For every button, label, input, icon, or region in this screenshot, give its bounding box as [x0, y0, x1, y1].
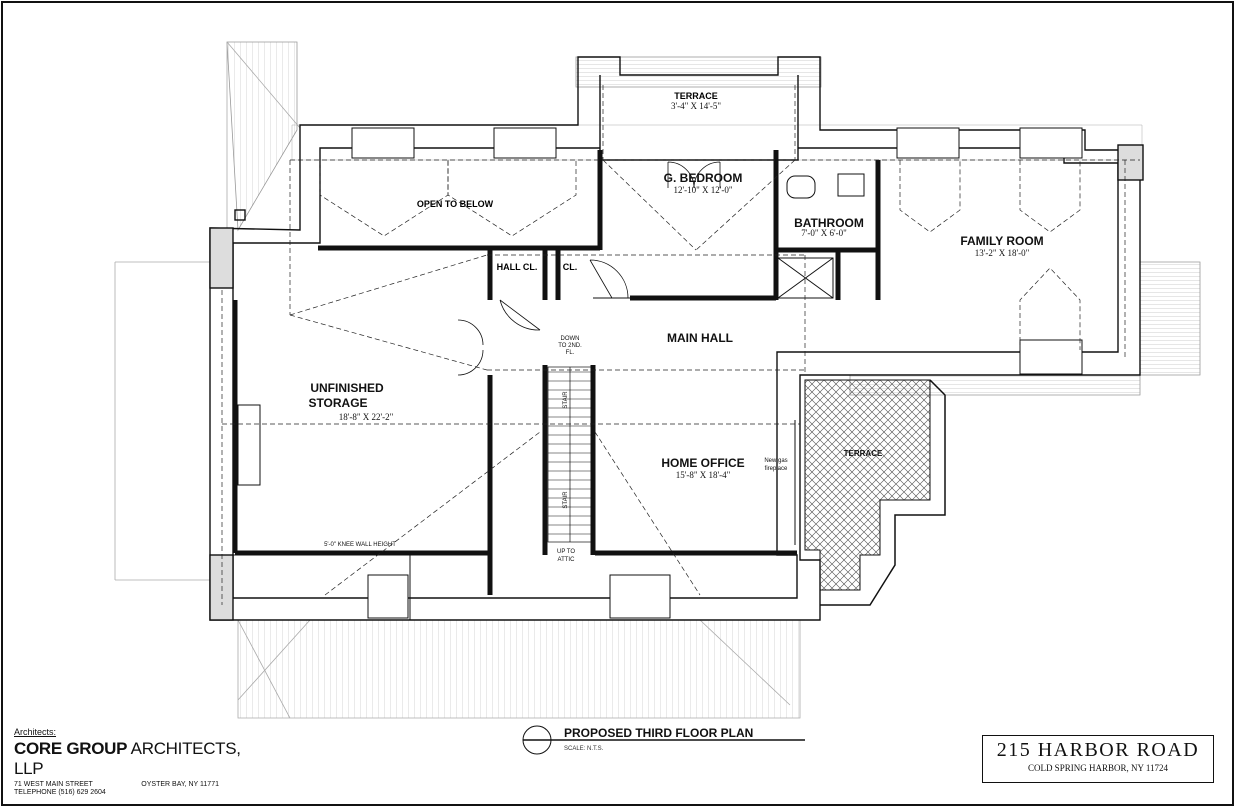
- interior-walls-thin: [237, 173, 865, 545]
- terrace-top-label: TERRACE: [674, 91, 718, 101]
- knee-wall-note: 5'-0" KNEE WALL HEIGHT: [324, 542, 396, 548]
- dashed-lines: [221, 85, 1140, 605]
- architects-label: Architects:: [14, 727, 57, 737]
- storage-label-line1: UNFINISHED: [310, 381, 384, 395]
- stair-treads: [548, 371, 592, 535]
- firm-telephone: TELEPHONE (516) 629 2604: [14, 789, 106, 796]
- storage-dims: 18'-8" X 22'-2": [339, 412, 394, 422]
- project-address-block: 215 HARBOR ROAD COLD SPRING HARBOR, NY 1…: [982, 735, 1214, 783]
- interior-walls: [232, 150, 881, 595]
- architect-block: Architects: CORE GROUP ARCHITECTS, LLP 7…: [14, 727, 274, 796]
- stair-label-lower: STAIR: [563, 491, 569, 509]
- fireplace-note-1: New gas: [764, 458, 787, 464]
- open-to-below-label: OPEN TO BELOW: [417, 199, 494, 209]
- main-hall-label: MAIN HALL: [667, 331, 733, 345]
- firm-street: 71 WEST MAIN STREET: [14, 781, 93, 788]
- g-bedroom-label: G. BEDROOM: [664, 171, 743, 185]
- project-address: 215 HARBOR ROAD: [996, 739, 1200, 761]
- hall-closet-label: HALL CL.: [497, 262, 538, 272]
- firm-city: OYSTER BAY, NY 11771: [141, 781, 219, 788]
- bathroom-dims: 7'-0" X 6'-0": [801, 228, 847, 238]
- firm-name: CORE GROUP ARCHITECTS, LLP: [14, 739, 274, 779]
- g-bedroom-dims: 12'-10" X 12'-0": [673, 185, 732, 195]
- stair-label-upper: STAIR: [563, 391, 569, 409]
- plan-title: PROPOSED THIRD FLOOR PLAN: [564, 726, 754, 740]
- firm-name-bold: CORE GROUP: [14, 739, 128, 758]
- up-note-1: UP TO: [557, 549, 575, 555]
- project-city-state: COLD SPRING HARBOR, NY 11724: [1027, 763, 1169, 773]
- firm-address: 71 WEST MAIN STREET OYSTER BAY, NY 11771: [14, 781, 219, 788]
- stair: [547, 366, 593, 543]
- plan-title-block: PROPOSED THIRD FLOOR PLAN SCALE: N.T.S.: [518, 723, 788, 757]
- storage-label-line2: STORAGE: [308, 396, 367, 410]
- terrace-top-dims: 3'-4" X 14'-5": [671, 101, 721, 111]
- home-office-dims: 15'-8" X 18'-4": [676, 470, 731, 480]
- terrace-right-label: TERRACE: [844, 449, 883, 458]
- fireplace-note-2: fireplace: [765, 466, 788, 472]
- firm-name-rest: ARCHITECTS, LLP: [14, 739, 241, 778]
- down-note-1: DOWN: [561, 336, 580, 342]
- family-room-dims: 13'-2" X 18'-0": [975, 248, 1030, 258]
- family-room-label: FAMILY ROOM: [960, 234, 1043, 248]
- home-office-label: HOME OFFICE: [661, 456, 744, 470]
- down-note-2: TO 2ND.: [558, 343, 582, 349]
- chimney-symbol: [522, 725, 805, 755]
- up-note-2: ATTIC: [558, 557, 576, 563]
- door-swings: [457, 161, 721, 376]
- terrace-right-paving: [804, 379, 946, 606]
- bathroom-label: BATHROOM: [794, 216, 864, 230]
- down-note-3: FL.: [566, 350, 575, 356]
- dormers-top: [209, 127, 1083, 621]
- plan-scale: SCALE: N.T.S.: [564, 746, 604, 752]
- closet-label: CL.: [563, 262, 578, 272]
